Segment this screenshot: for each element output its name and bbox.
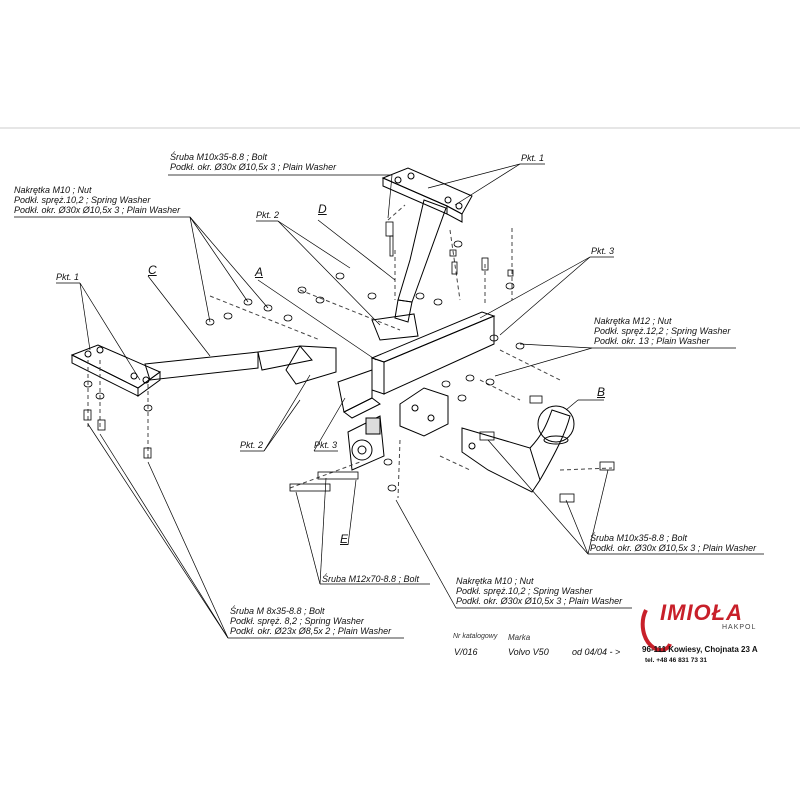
part-label-c: C bbox=[148, 263, 157, 277]
bracket-d bbox=[371, 167, 473, 341]
part-label-e: E bbox=[340, 532, 349, 546]
callout-right-nut: Nakrętka M12 ; Nut Podkł. spręż.12,2 ; S… bbox=[594, 316, 731, 346]
part-label-b: B bbox=[597, 385, 606, 399]
crossbar-a bbox=[337, 311, 496, 419]
callout-left-nut: Nakrętka M10 ; Nut Podkł. spręż.10,2 ; S… bbox=[14, 185, 181, 215]
brand-logo-name: IMIOŁA bbox=[660, 600, 743, 625]
socket-plate-e bbox=[347, 415, 385, 471]
bracket-c bbox=[70, 344, 337, 397]
brand-logo-subname: HAKPOL bbox=[722, 624, 757, 631]
callout-top-bolt: Śruba M10x35-8.8 ; Bolt Podkł. okr. Ø30x… bbox=[170, 152, 337, 172]
point-label-pkt2-top: Pkt. 2 bbox=[256, 210, 280, 220]
brand-address: 96-111 Kowiesy, Chojnata 23 A bbox=[642, 645, 758, 654]
callout-m8-bolt: Śruba M 8x35-8.8 ; Bolt Podkł. spręż. 8,… bbox=[230, 606, 392, 636]
tow-neck-b bbox=[461, 405, 575, 493]
point-label-pkt2-bottom: Pkt. 2 bbox=[240, 440, 264, 450]
point-label-pkt3-bottom: Pkt. 3 bbox=[314, 440, 338, 450]
mount-block bbox=[399, 387, 449, 437]
part-label-d: D bbox=[318, 202, 327, 216]
brand-make-label: Marka bbox=[508, 633, 531, 642]
point-label-pkt3-top: Pkt. 3 bbox=[591, 246, 615, 256]
model-date-value: od 04/04 - > bbox=[572, 647, 621, 657]
callout-right-bolt: Śruba M10x35-8.8 ; Bolt Podkł. okr. Ø30x… bbox=[590, 533, 757, 553]
catalog-number-value: V/016 bbox=[454, 647, 478, 657]
point-label-pkt1-top: Pkt. 1 bbox=[521, 153, 545, 163]
callout-bottom-nut: Nakrętka M10 ; Nut Podkł. spręż.10,2 ; S… bbox=[456, 576, 623, 606]
brand-phone: tel. +48 46 831 73 31 bbox=[645, 657, 707, 664]
point-label-pkt1-left: Pkt. 1 bbox=[56, 272, 80, 282]
callout-m12-bolt: Śruba M12x70-8.8 ; Bolt bbox=[322, 574, 420, 584]
part-label-a: A bbox=[255, 265, 264, 279]
brand-make-value: Volvo V50 bbox=[508, 647, 549, 657]
catalog-number-label: Nr katalogowy bbox=[453, 633, 498, 640]
